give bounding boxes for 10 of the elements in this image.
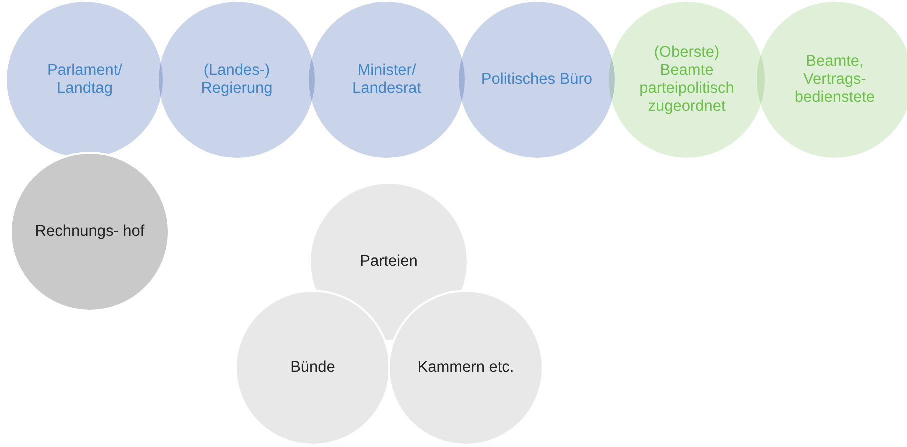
circle-label: Beamte, Vertrags- bedienstete <box>794 53 876 107</box>
circle-label: Minister/ Landesrat <box>352 62 422 98</box>
circle-label: Bünde <box>290 359 336 377</box>
circle-label: Politisches Büro <box>481 71 593 89</box>
circle-label: Parlament/ Landtag <box>46 62 124 98</box>
circle-label: (Oberste) Beamte parteipolitisch zugeordnet <box>638 44 736 116</box>
circle-label: Kammern etc. <box>418 359 514 377</box>
circle-label: Rechnungs- hof <box>35 223 145 241</box>
circle-label: (Landes-) Regierung <box>200 62 274 98</box>
circle-label: Parteien <box>360 253 418 271</box>
